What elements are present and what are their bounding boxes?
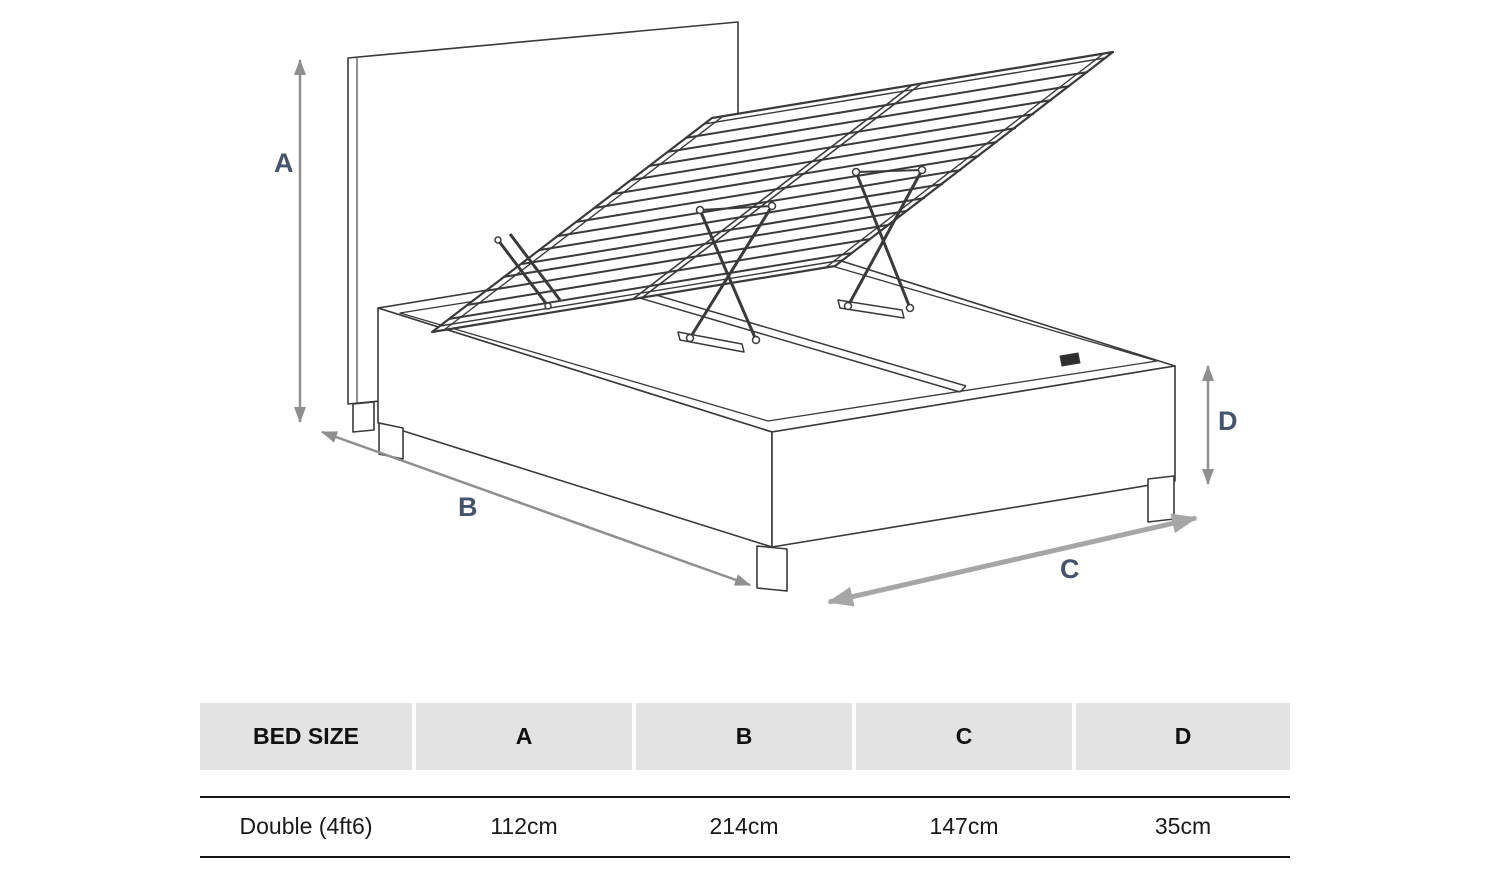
table-header-c: C [856,703,1072,770]
table-divider-top [200,796,1290,798]
base-foot-face [771,365,1176,548]
dimension-arrow-c [827,513,1198,607]
table-cell-bed-size: Double (4ft6) [239,812,373,839]
table-header-row: BED SIZE A B C D [200,703,1290,770]
dimension-label-d: D [1218,406,1238,436]
base-leg-far-foot [1147,475,1175,523]
table-header-d: D [1076,703,1290,770]
dimension-arrow-b [321,430,751,587]
table-cell-d: 35cm [1154,812,1212,839]
headboard-leg [352,401,375,433]
table-header-bed-size: BED SIZE [200,703,412,770]
far-bracket [837,299,905,319]
bed-dimension-diagram [294,21,1214,607]
near-bracket [677,331,745,353]
latch [1059,352,1081,367]
dimension-label-a: A [274,148,294,178]
table-row: Double (4ft6) 112cm 214cm 147cm 35cm [200,798,1290,854]
table-cell-b: 214cm [709,812,779,839]
dimension-label-b: B [458,492,478,522]
dimension-arrows [294,59,1214,607]
table-header-a: A [416,703,632,770]
bed-size-table: BED SIZE A B C D Double (4ft6) 112cm 214… [200,703,1290,858]
base-leg-near-foot [756,545,788,592]
table-divider-bottom [200,856,1290,858]
table-header-b: B [636,703,852,770]
dimension-label-c: C [1060,554,1080,584]
lift-mechanisms [494,165,927,353]
slatted-lid [430,50,1115,334]
table-cell-c: 147cm [929,812,999,839]
lid-center-rail [632,82,923,300]
table-cell-a: 112cm [490,812,558,839]
gas-piston [494,233,562,310]
